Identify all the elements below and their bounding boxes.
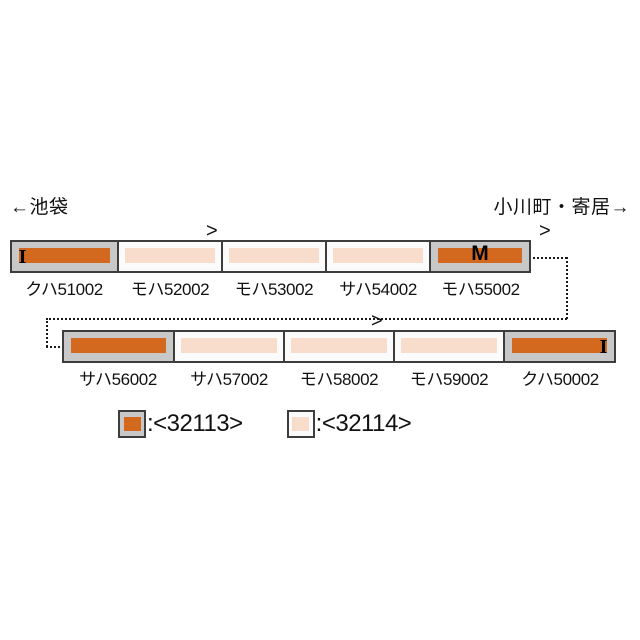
train-car[interactable]: [222, 240, 326, 273]
car-number-labels-row-2: サハ56002 サハ57002 モハ58002 モハ59002 クハ50002: [62, 365, 616, 389]
car-color-band: [291, 338, 387, 353]
car-color-band: [19, 248, 110, 263]
car-number-label: モハ59002: [409, 370, 489, 389]
formation-connector-segment: [46, 346, 64, 348]
destination-label-left: ←池袋: [10, 197, 69, 218]
train-car[interactable]: I: [10, 240, 118, 273]
formation-connector-segment: [566, 257, 568, 319]
car-color-band: [71, 338, 166, 353]
cab-marker-icon: I: [599, 335, 608, 358]
formation-connector-segment: [46, 318, 48, 347]
car-color-band: [125, 248, 215, 263]
legend-swatch-light: [286, 410, 315, 438]
car-number-label: モハ53002: [234, 280, 314, 299]
car-number-label: モハ58002: [299, 370, 379, 389]
car-color-band: [401, 338, 497, 353]
train-car[interactable]: [62, 330, 174, 363]
car-color-band: [181, 338, 277, 353]
legend-swatch-dark: [118, 410, 146, 438]
destination-label-right: 小川町・寄居→: [493, 197, 630, 218]
car-color-band: [229, 248, 319, 263]
car-number-label: サハ56002: [79, 370, 157, 389]
train-car[interactable]: [118, 240, 222, 273]
train-car[interactable]: [284, 330, 394, 363]
pantograph-icon: >: [371, 310, 383, 332]
car-number-label: サハ54002: [339, 280, 417, 299]
formation-connector-segment: [46, 318, 567, 320]
train-row-1: I M: [10, 240, 531, 273]
car-color-band: [438, 248, 522, 263]
cab-marker-icon: I: [18, 245, 27, 268]
legend-swatch-chip: [292, 417, 310, 431]
train-car[interactable]: I: [504, 330, 616, 363]
legend-item-32113: :<32113>: [118, 410, 243, 438]
legend-item-32114: :<32114>: [286, 410, 412, 438]
train-car[interactable]: [394, 330, 504, 363]
legend-label: :<32114>: [315, 410, 412, 437]
car-number-labels-row-1: クハ51002 モハ52002 モハ53002 サハ54002 モハ55002: [10, 275, 531, 299]
legend: :<32113> :<32114>: [118, 410, 412, 438]
car-color-band: [512, 338, 607, 353]
train-row-2: I: [62, 330, 616, 363]
legend-label: :<32113>: [147, 410, 243, 437]
car-number-label: クハ50002: [521, 370, 599, 389]
formation-connector-segment: [533, 257, 567, 259]
train-car[interactable]: M: [430, 240, 531, 273]
car-number-label: サハ57002: [190, 370, 268, 389]
pantograph-icon: >: [206, 220, 218, 242]
legend-swatch-chip: [123, 417, 141, 431]
car-number-label: モハ52002: [130, 280, 210, 299]
car-color-band: [333, 248, 423, 263]
car-number-label: クハ51002: [25, 280, 103, 299]
motor-car-marker: M: [471, 242, 489, 265]
train-car[interactable]: [326, 240, 430, 273]
train-car[interactable]: [174, 330, 284, 363]
car-number-label: モハ55002: [441, 280, 520, 299]
pantograph-icon: >: [539, 220, 551, 242]
